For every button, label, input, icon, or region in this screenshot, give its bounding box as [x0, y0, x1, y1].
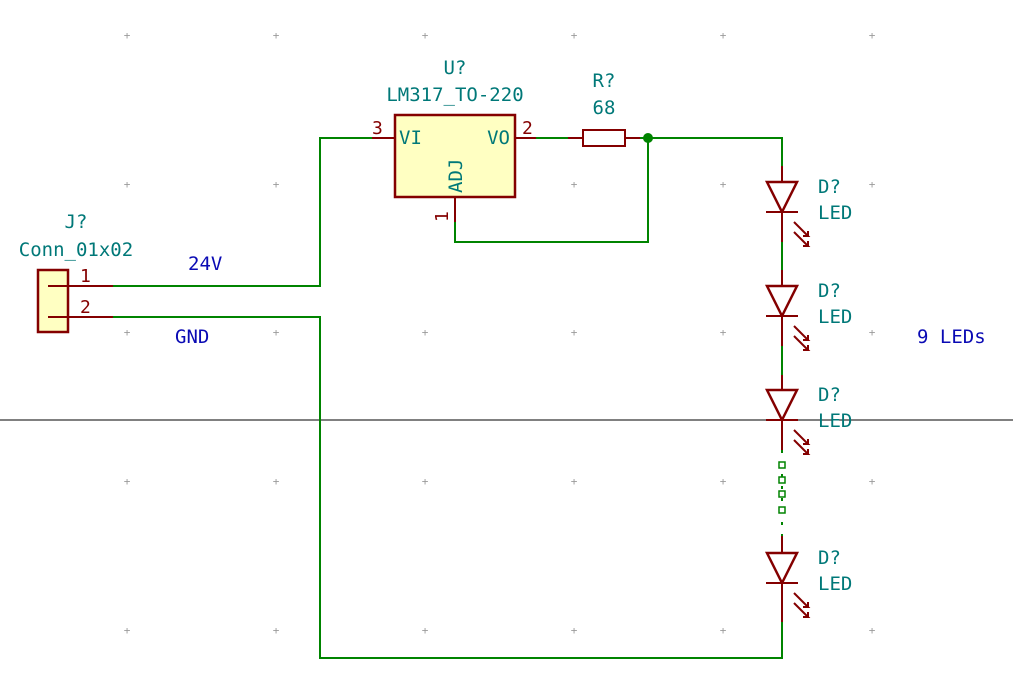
grid-marker: +	[720, 326, 727, 339]
net-label-gnd: GND	[175, 326, 209, 348]
resistor-value: 68	[593, 97, 616, 119]
grid-marker: +	[273, 624, 280, 637]
connector-body	[36, 268, 70, 334]
grid-marker: +	[869, 475, 876, 488]
led-4-value: LED	[818, 573, 852, 595]
resistor-body	[582, 129, 626, 147]
grid-marker: +	[124, 475, 131, 488]
grid-marker: +	[869, 29, 876, 42]
grid-marker: +	[720, 475, 727, 488]
grid-marker: +	[124, 624, 131, 637]
regulator-pin-adj: ADJ	[445, 159, 467, 193]
led-3-ref: D?	[818, 384, 841, 406]
grid-marker: +	[720, 29, 727, 42]
regulator-u[interactable]: 3 VI 2 VO 1 ADJ U? LM317_TO-220	[372, 57, 536, 222]
regulator-pin-vi: VI	[399, 127, 422, 149]
grid-marker: +	[422, 475, 429, 488]
grid-marker: +	[273, 178, 280, 191]
led-2-ref: D?	[818, 280, 841, 302]
grid-marker: +	[720, 624, 727, 637]
grid-marker: +	[869, 624, 876, 637]
wire-gnd	[113, 316, 783, 659]
led-count-note: 9 LEDs	[917, 326, 986, 348]
wire-r-led	[640, 137, 783, 166]
grid-markers: ++++++++++++++++++++++++++++++	[124, 29, 876, 637]
grid-marker: +	[124, 29, 131, 42]
grid-marker: +	[422, 624, 429, 637]
resistor-ref: R?	[593, 70, 616, 92]
wire-adj	[454, 138, 649, 243]
grid-marker: +	[571, 475, 578, 488]
resistor-r[interactable]: R? 68	[568, 70, 640, 147]
connector-pin1-num: 1	[80, 266, 91, 287]
connector-pin2-num: 2	[80, 297, 91, 318]
grid-marker: +	[869, 326, 876, 339]
wire-end-markers	[778, 461, 786, 514]
wire-24v	[113, 137, 372, 287]
grid-marker: +	[273, 475, 280, 488]
regulator-pin1-num: 1	[432, 211, 453, 222]
connector-ref: J?	[65, 211, 88, 233]
led-4-ref: D?	[818, 547, 841, 569]
led-2[interactable]: D? LED	[764, 270, 852, 351]
led-1-value: LED	[818, 202, 852, 224]
grid-marker: +	[571, 29, 578, 42]
grid-marker: +	[571, 624, 578, 637]
regulator-pin-vo: VO	[487, 127, 510, 149]
regulator-pin3-num: 3	[372, 118, 383, 139]
grid-marker: +	[571, 178, 578, 191]
grid-marker: +	[720, 178, 727, 191]
grid-marker: +	[422, 326, 429, 339]
grid-marker: +	[869, 178, 876, 191]
led-1-ref: D?	[818, 176, 841, 198]
connector-j[interactable]: 1 2 J? Conn_01x02	[19, 211, 133, 334]
grid-marker: +	[124, 178, 131, 191]
grid-marker: +	[273, 29, 280, 42]
led-3-value: LED	[818, 410, 852, 432]
grid-marker: +	[571, 326, 578, 339]
led-1[interactable]: D? LED	[764, 166, 852, 247]
junction-dot	[643, 133, 653, 143]
connector-value: Conn_01x02	[19, 239, 133, 261]
regulator-body	[393, 113, 517, 199]
grid-marker: +	[422, 29, 429, 42]
net-label-24v: 24V	[188, 253, 222, 275]
led-3[interactable]: D? LED	[764, 375, 852, 455]
grid-marker: +	[273, 326, 280, 339]
led-4[interactable]: D? LED	[764, 536, 852, 622]
regulator-ref: U?	[444, 57, 467, 79]
grid-marker: +	[124, 326, 131, 339]
regulator-value: LM317_TO-220	[386, 84, 523, 106]
led-2-value: LED	[818, 306, 852, 328]
regulator-pin2-num: 2	[522, 118, 533, 139]
